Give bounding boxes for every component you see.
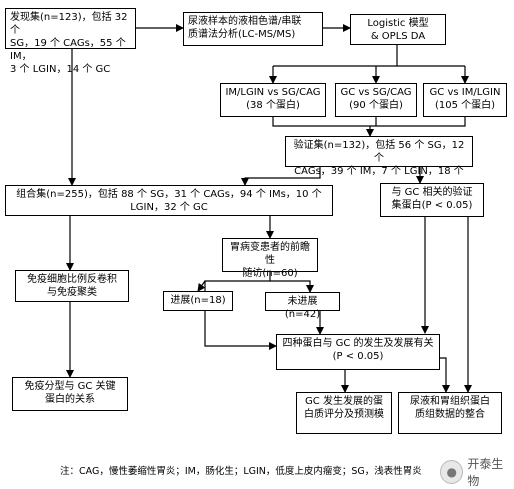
progression-box: 进展(n=18) bbox=[163, 291, 233, 311]
urine-tissue-integration-box: 尿液和胃组织蛋白 质组数据的整合 bbox=[398, 392, 502, 434]
footnote: 注：CAG，慢性萎缩性胃炎；IM，肠化生；LGIN，低度上皮内瘤变；SG，浅表性… bbox=[60, 466, 422, 477]
arrow-four-to-integration bbox=[440, 357, 450, 393]
combined-set-box: 组合集(n=255)，包括 88 个 SG，31 个 CAGs，94 个 IMs… bbox=[5, 185, 333, 216]
followup-box: 胃病变患者的前瞻性 随访(n=60) bbox=[222, 238, 318, 279]
opls-model-box: Logistic 模型 & OPLS DA bbox=[350, 14, 446, 45]
immune-subtype-box: 免疫分型与 GC 关键 蛋白的关系 bbox=[12, 377, 128, 411]
arrow-followup-to-prog bbox=[197, 280, 206, 292]
wechat-icon: ● bbox=[440, 460, 464, 484]
arrow-followup-to-noprog bbox=[270, 280, 314, 293]
arrow-validation-to-combined bbox=[241, 167, 321, 186]
gc-vs-im-lgin-box: GC vs IM/LGIN (105 个蛋白) bbox=[423, 83, 507, 117]
watermark: ● 开泰生物 bbox=[440, 455, 514, 489]
immune-cell-deconvolution-box: 免疫细胞比例反卷积 与免疫聚类 bbox=[15, 270, 129, 302]
im-lgin-vs-sg-cag-box: IM/LGIN vs SG/CAG (38 个蛋白) bbox=[220, 83, 326, 117]
arrow-merge-line bbox=[272, 117, 466, 127]
watermark-text: 开泰生物 bbox=[467, 457, 504, 488]
validation-set-box: 验证集(n=132)，包括 56 个 SG，12 个 CAGs，39 个 IM，… bbox=[285, 136, 473, 177]
lcms-analysis-box: 尿液样本的液相色谱/串联 质谱法分析(LC-MS/MS) bbox=[183, 12, 323, 46]
four-proteins-box: 四种蛋白与 GC 的发生及发展有关 (P < 0.05) bbox=[276, 334, 440, 370]
gc-vs-sg-cag-box: GC vs SG/CAG (90 个蛋白) bbox=[335, 83, 417, 117]
discovery-set-box: 发现集(n=123)，包括 32 个 SG，19 个 CAGs，55 个 IM，… bbox=[5, 8, 136, 75]
gc-protein-scoring-box: GC 发生发展的蛋 白质评分及预测模 bbox=[296, 392, 392, 434]
gc-related-proteins-box: 与 GC 相关的验证 集蛋白(P < 0.05) bbox=[380, 183, 484, 217]
no-progression-box: 未进展(n=42) bbox=[265, 292, 340, 320]
arrow-prog-to-four bbox=[204, 311, 277, 350]
